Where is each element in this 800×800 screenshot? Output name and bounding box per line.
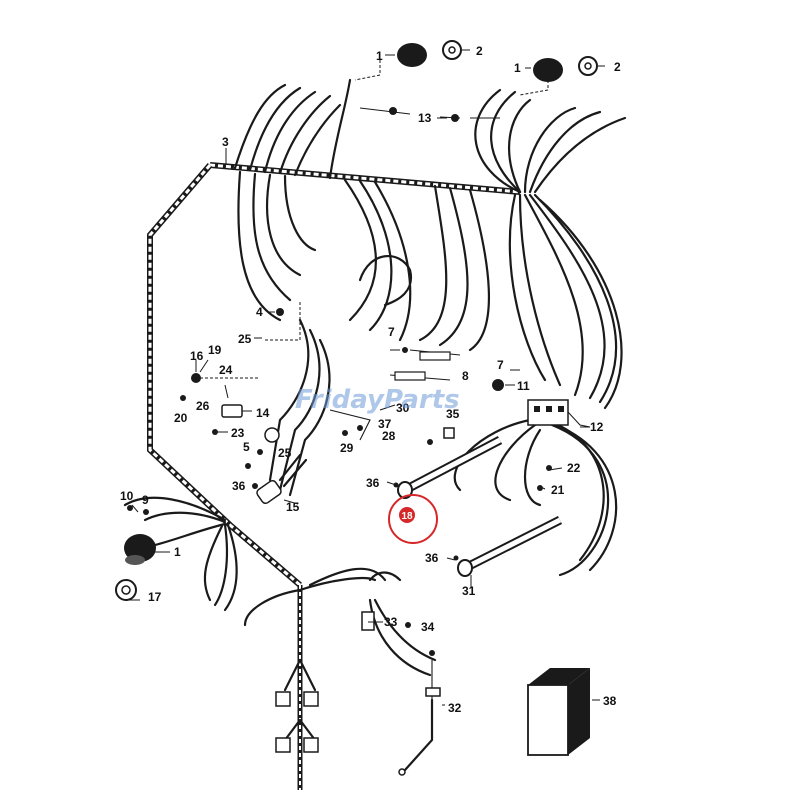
callout-36: 36 (425, 551, 439, 565)
callout-1: 1 (514, 61, 521, 75)
connector-part-15 (256, 453, 308, 505)
connector-block-12 (527, 399, 591, 428)
callout-1: 1 (174, 545, 181, 559)
callout-38: 38 (603, 694, 617, 708)
central-wire-loops (237, 170, 490, 497)
callout-4: 4 (256, 305, 263, 319)
callout-labels: 1 2 1 2 13 3 4 25 16 19 24 26 14 20 23 5… (120, 44, 621, 715)
watermark-text: FridayParts (295, 385, 460, 415)
callout-16: 16 (190, 349, 204, 363)
lower-center-harness (243, 567, 445, 776)
highlight-part-18: 18 (388, 494, 438, 544)
callout-25: 25 (278, 446, 292, 460)
callout-30: 30 (396, 401, 410, 415)
callout-36: 36 (366, 476, 380, 490)
callout-35: 35 (446, 407, 460, 421)
callout-5: 5 (243, 440, 250, 454)
callout-2: 2 (614, 60, 621, 74)
callout-37: 37 (378, 417, 392, 431)
grommet-part-1-left (385, 43, 427, 67)
upper-left-wire-bundle (233, 60, 381, 180)
connector-part-18 (386, 436, 503, 499)
box-part-38 (527, 668, 600, 756)
lower-left-harness (115, 496, 238, 612)
callout-13: 13 (418, 111, 432, 125)
callout-3: 3 (222, 135, 229, 149)
callout-28: 28 (382, 429, 396, 443)
right-wire-loops (453, 193, 623, 577)
left-small-parts (180, 300, 301, 489)
callout-31: 31 (462, 584, 476, 598)
callout-20: 20 (174, 411, 188, 425)
center-small-parts (329, 347, 515, 445)
callout-9: 9 (142, 493, 149, 507)
callout-17: 17 (148, 590, 162, 604)
callout-22: 22 (567, 461, 581, 475)
callout-7: 7 (388, 325, 395, 339)
callout-8: 8 (462, 369, 469, 383)
callout-15: 15 (286, 500, 300, 514)
leader-lines (126, 117, 590, 623)
main-harness-trunk (147, 162, 521, 790)
callout-7: 7 (497, 358, 504, 372)
callout-2: 2 (476, 44, 483, 58)
callout-19: 19 (208, 343, 222, 357)
highlight-label: 18 (401, 511, 413, 522)
callout-33: 33 (384, 615, 398, 629)
callout-10: 10 (120, 489, 134, 503)
callout-36: 36 (232, 479, 246, 493)
connector-part-31 (446, 515, 563, 577)
callout-29: 29 (340, 441, 354, 455)
callout-24: 24 (219, 363, 233, 377)
grommet-part-1-right (525, 58, 563, 82)
bottom-plug-connectors (275, 658, 319, 753)
fasteners-21-22 (537, 465, 563, 491)
callout-11: 11 (517, 379, 530, 393)
washer-part-2-left (442, 40, 470, 60)
upper-right-wire-bundle (474, 75, 627, 194)
callout-26: 26 (196, 399, 210, 413)
washer-part-2-right (578, 56, 605, 76)
callout-32: 32 (448, 701, 462, 715)
callout-23: 23 (231, 426, 245, 440)
callout-14: 14 (256, 406, 270, 420)
callout-25: 25 (238, 332, 252, 346)
callout-34: 34 (421, 620, 435, 634)
callout-12: 12 (590, 420, 604, 434)
clip-part-13 (359, 107, 500, 122)
callout-1: 1 (376, 49, 383, 63)
callout-21: 21 (551, 483, 565, 497)
